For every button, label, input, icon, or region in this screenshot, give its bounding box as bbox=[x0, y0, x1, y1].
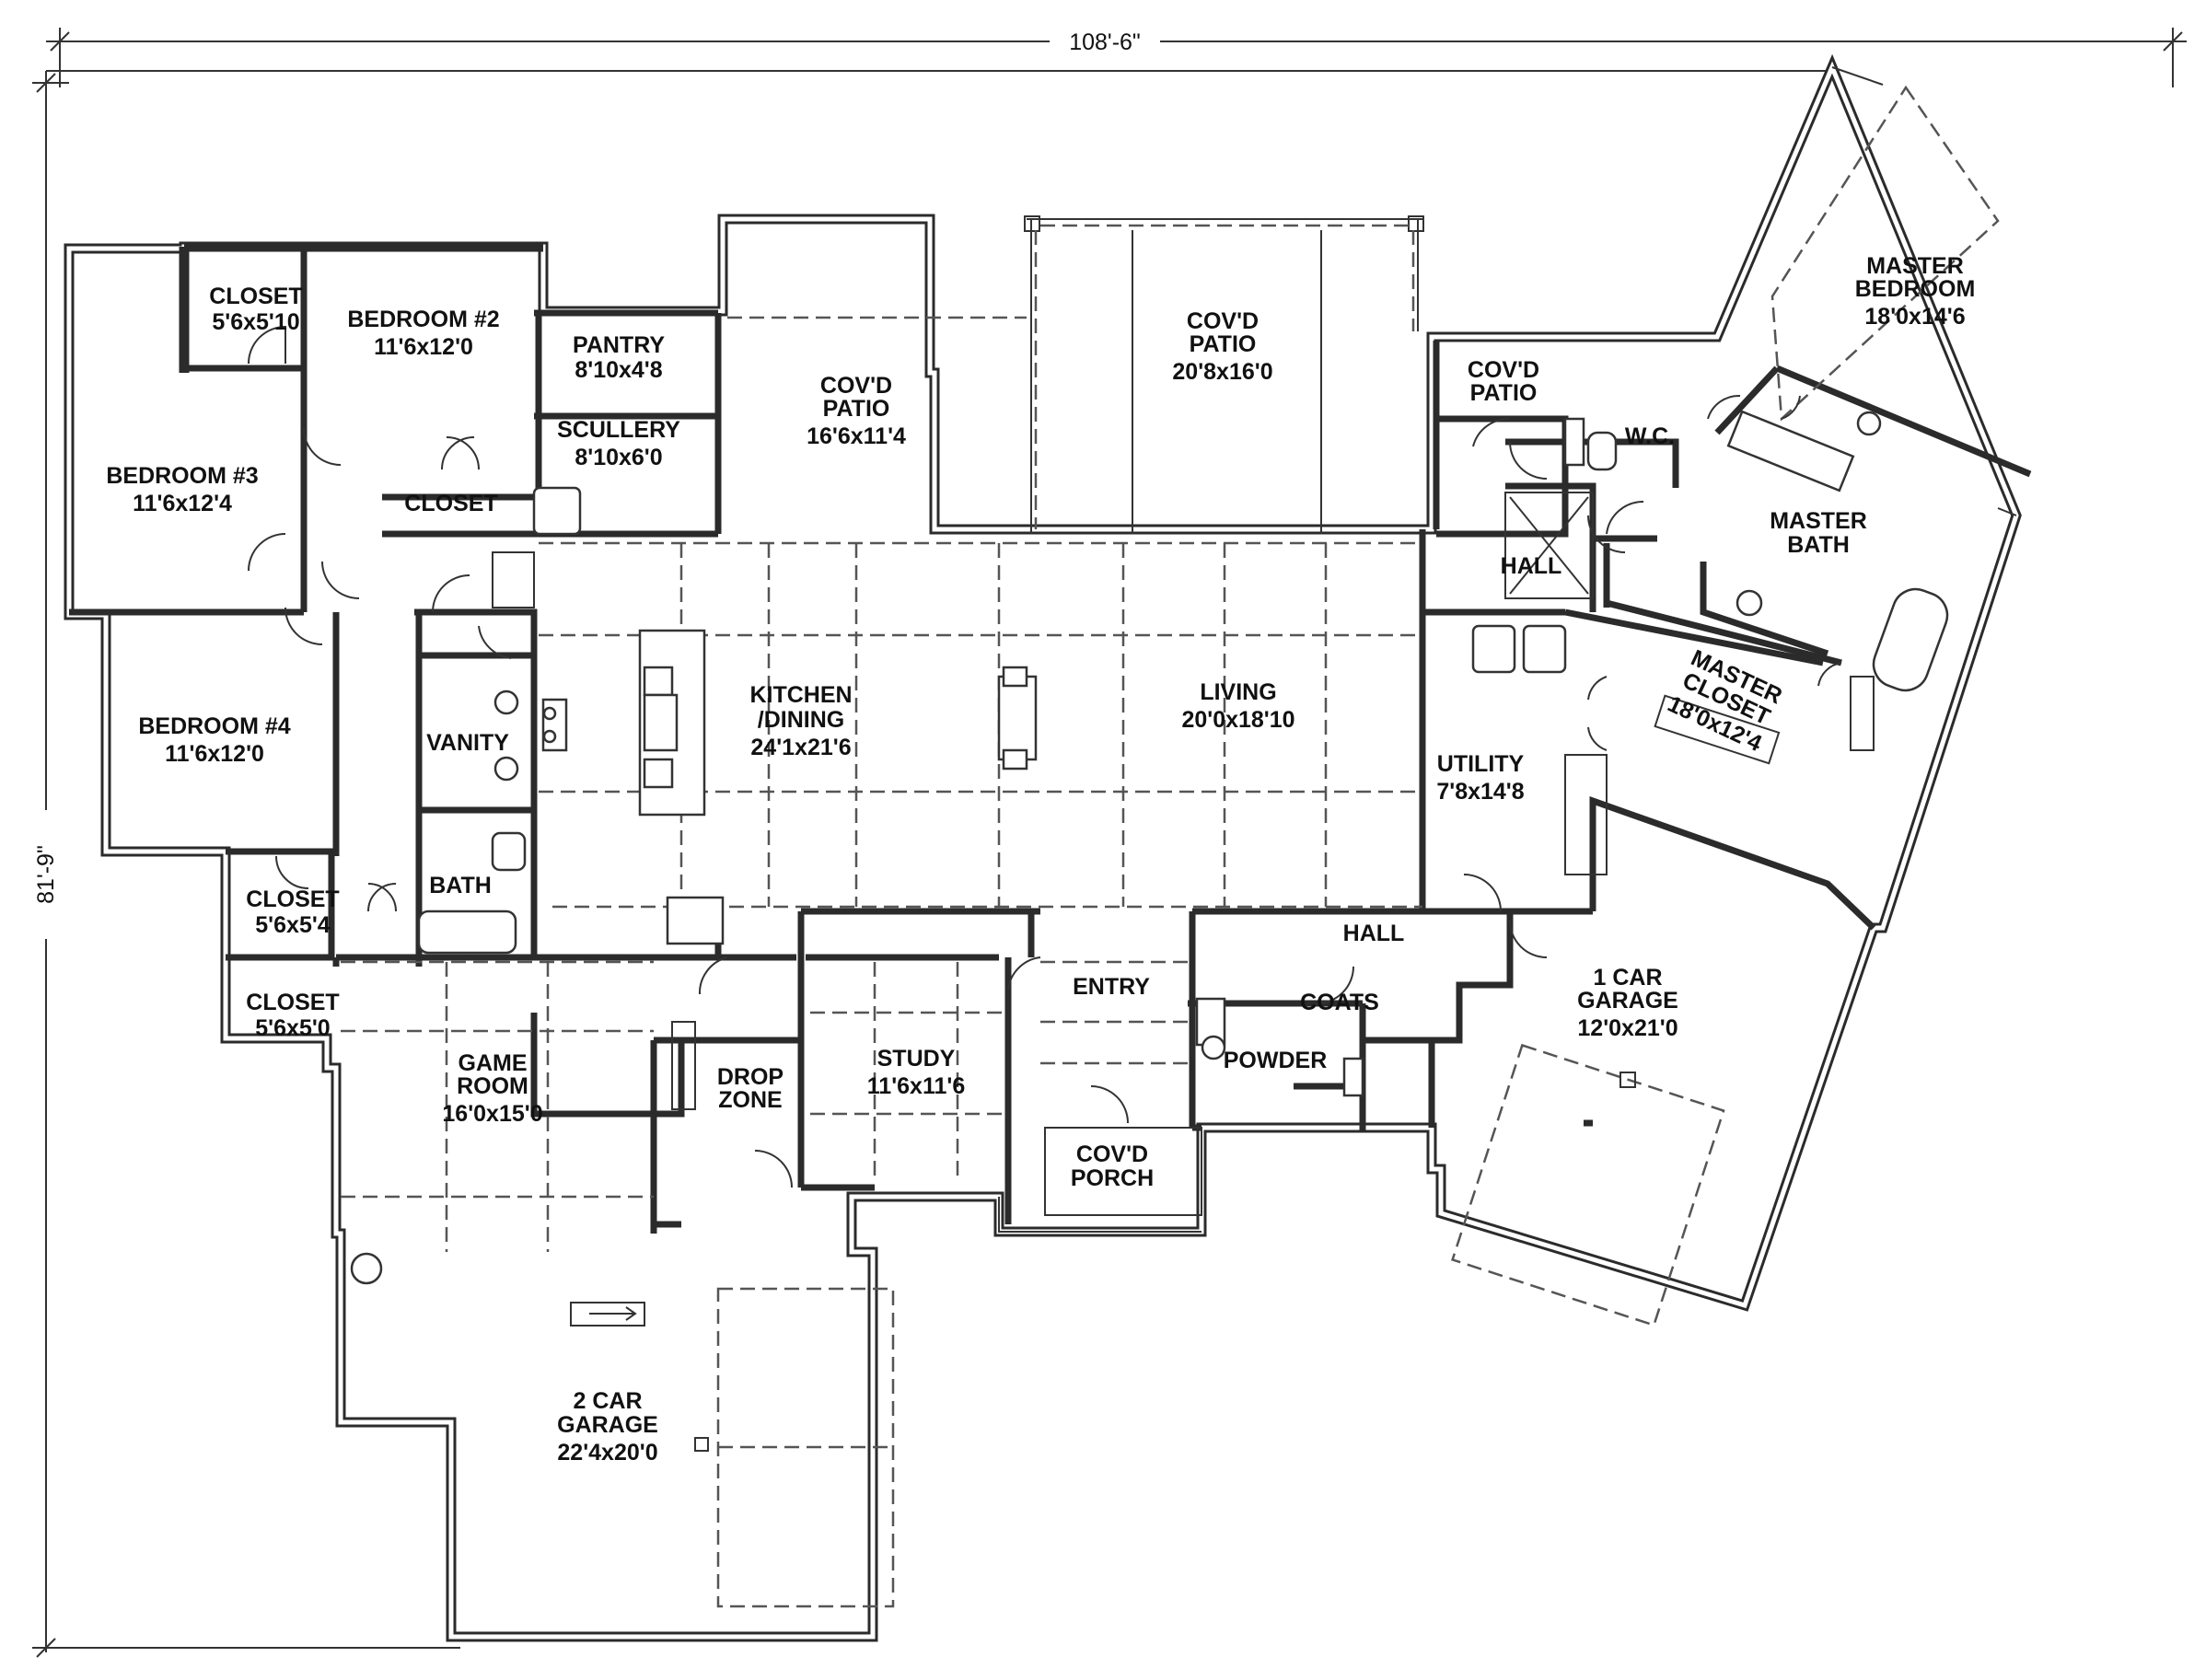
overall-width: 108'-6" bbox=[1069, 29, 1141, 55]
closet-a-name: CLOSET bbox=[209, 284, 302, 309]
patio3-line2: PATIO bbox=[1470, 380, 1538, 406]
garage2-line1: 2 CAR bbox=[573, 1388, 642, 1414]
porch-line1: COV'D bbox=[1076, 1141, 1148, 1167]
garage2-line2: GARAGE bbox=[557, 1412, 658, 1438]
garage1-line1: 1 CAR bbox=[1593, 965, 1662, 991]
bedroom2-size: 11'6x12'0 bbox=[374, 334, 473, 360]
hall-lower-name: HALL bbox=[1343, 921, 1405, 946]
patio2-line2: PATIO bbox=[1190, 331, 1257, 357]
patio2-size: 20'8x16'0 bbox=[1172, 359, 1272, 385]
study-name: STUDY bbox=[877, 1046, 956, 1072]
utility-name: UTILITY bbox=[1437, 751, 1525, 777]
powder-name: POWDER bbox=[1224, 1048, 1328, 1073]
overall-depth: 81'-9" bbox=[33, 845, 59, 904]
utility-size: 7'8x14'8 bbox=[1436, 779, 1524, 805]
garage1-line2: GARAGE bbox=[1577, 988, 1678, 1014]
bedroom4-size: 11'6x12'0 bbox=[165, 741, 264, 767]
master-bedroom-line1: MASTER bbox=[1866, 253, 1964, 279]
bedroom4-name: BEDROOM #4 bbox=[138, 713, 290, 739]
kitchen-line2: /DINING bbox=[758, 707, 844, 733]
porch-line2: PORCH bbox=[1071, 1165, 1154, 1191]
hall-upper-name: HALL bbox=[1501, 553, 1562, 579]
master-bath-line1: MASTER bbox=[1770, 508, 1867, 534]
kitchen-line1: KITCHEN bbox=[749, 682, 852, 708]
scullery-size: 8'10x6'0 bbox=[575, 445, 662, 470]
bedroom3-size: 11'6x12'4 bbox=[133, 491, 232, 516]
bedroom3-name: BEDROOM #3 bbox=[106, 463, 258, 489]
master-bedroom-line2: BEDROOM bbox=[1855, 276, 1976, 302]
bath-name: BATH bbox=[429, 873, 492, 898]
game-room-line1: GAME bbox=[459, 1050, 528, 1076]
drop-zone-line2: ZONE bbox=[718, 1087, 782, 1113]
closet-d-name: CLOSET bbox=[246, 990, 339, 1015]
room-labels: CLOSET 5'6x5'10 BEDROOM #2 11'6x12'0 PAN… bbox=[106, 253, 1975, 1466]
master-bath-line2: BATH bbox=[1787, 532, 1850, 558]
living-name: LIVING bbox=[1200, 679, 1276, 705]
study-size: 11'6x11'6 bbox=[867, 1073, 965, 1099]
scullery-name: SCULLERY bbox=[557, 417, 680, 443]
closet-a-size: 5'6x5'10 bbox=[212, 309, 299, 335]
living-size: 20'0x18'10 bbox=[1181, 707, 1294, 733]
master-bedroom-size: 18'0x14'6 bbox=[1864, 304, 1965, 330]
patio2-line1: COV'D bbox=[1187, 308, 1259, 334]
closet-d-size: 5'6x5'0 bbox=[255, 1015, 330, 1041]
bedroom2-name: BEDROOM #2 bbox=[347, 307, 499, 332]
closet-c-size: 5'6x5'4 bbox=[255, 912, 331, 938]
pantry-name: PANTRY bbox=[573, 332, 665, 358]
wc-name: W.C. bbox=[1625, 423, 1675, 449]
door-swings bbox=[248, 325, 1842, 1188]
patio1-line1: COV'D bbox=[820, 373, 892, 399]
fixtures bbox=[350, 410, 1949, 1608]
patio1-line2: PATIO bbox=[823, 396, 890, 422]
patio-outlines bbox=[727, 66, 2017, 1233]
game-room-size: 16'0x15'0 bbox=[442, 1101, 542, 1127]
drop-zone-line1: DROP bbox=[717, 1064, 784, 1090]
patio1-size: 16'6x11'4 bbox=[807, 423, 906, 449]
dimension-lines bbox=[28, 28, 2187, 1658]
exterior-walls bbox=[64, 53, 2022, 1642]
pantry-size: 8'10x4'8 bbox=[575, 357, 662, 383]
entry-name: ENTRY bbox=[1073, 974, 1150, 1000]
game-room-line2: ROOM bbox=[457, 1073, 528, 1099]
coats-name: COATS bbox=[1300, 990, 1379, 1015]
garage1-size: 12'0x21'0 bbox=[1577, 1015, 1677, 1041]
closet-c-name: CLOSET bbox=[246, 886, 339, 912]
closet-b-name: CLOSET bbox=[404, 491, 497, 516]
patio3-line1: COV'D bbox=[1468, 357, 1539, 383]
vanity-name: VANITY bbox=[426, 730, 509, 756]
kitchen-size: 24'1x21'6 bbox=[750, 735, 851, 760]
garage2-size: 22'4x20'0 bbox=[557, 1440, 657, 1466]
